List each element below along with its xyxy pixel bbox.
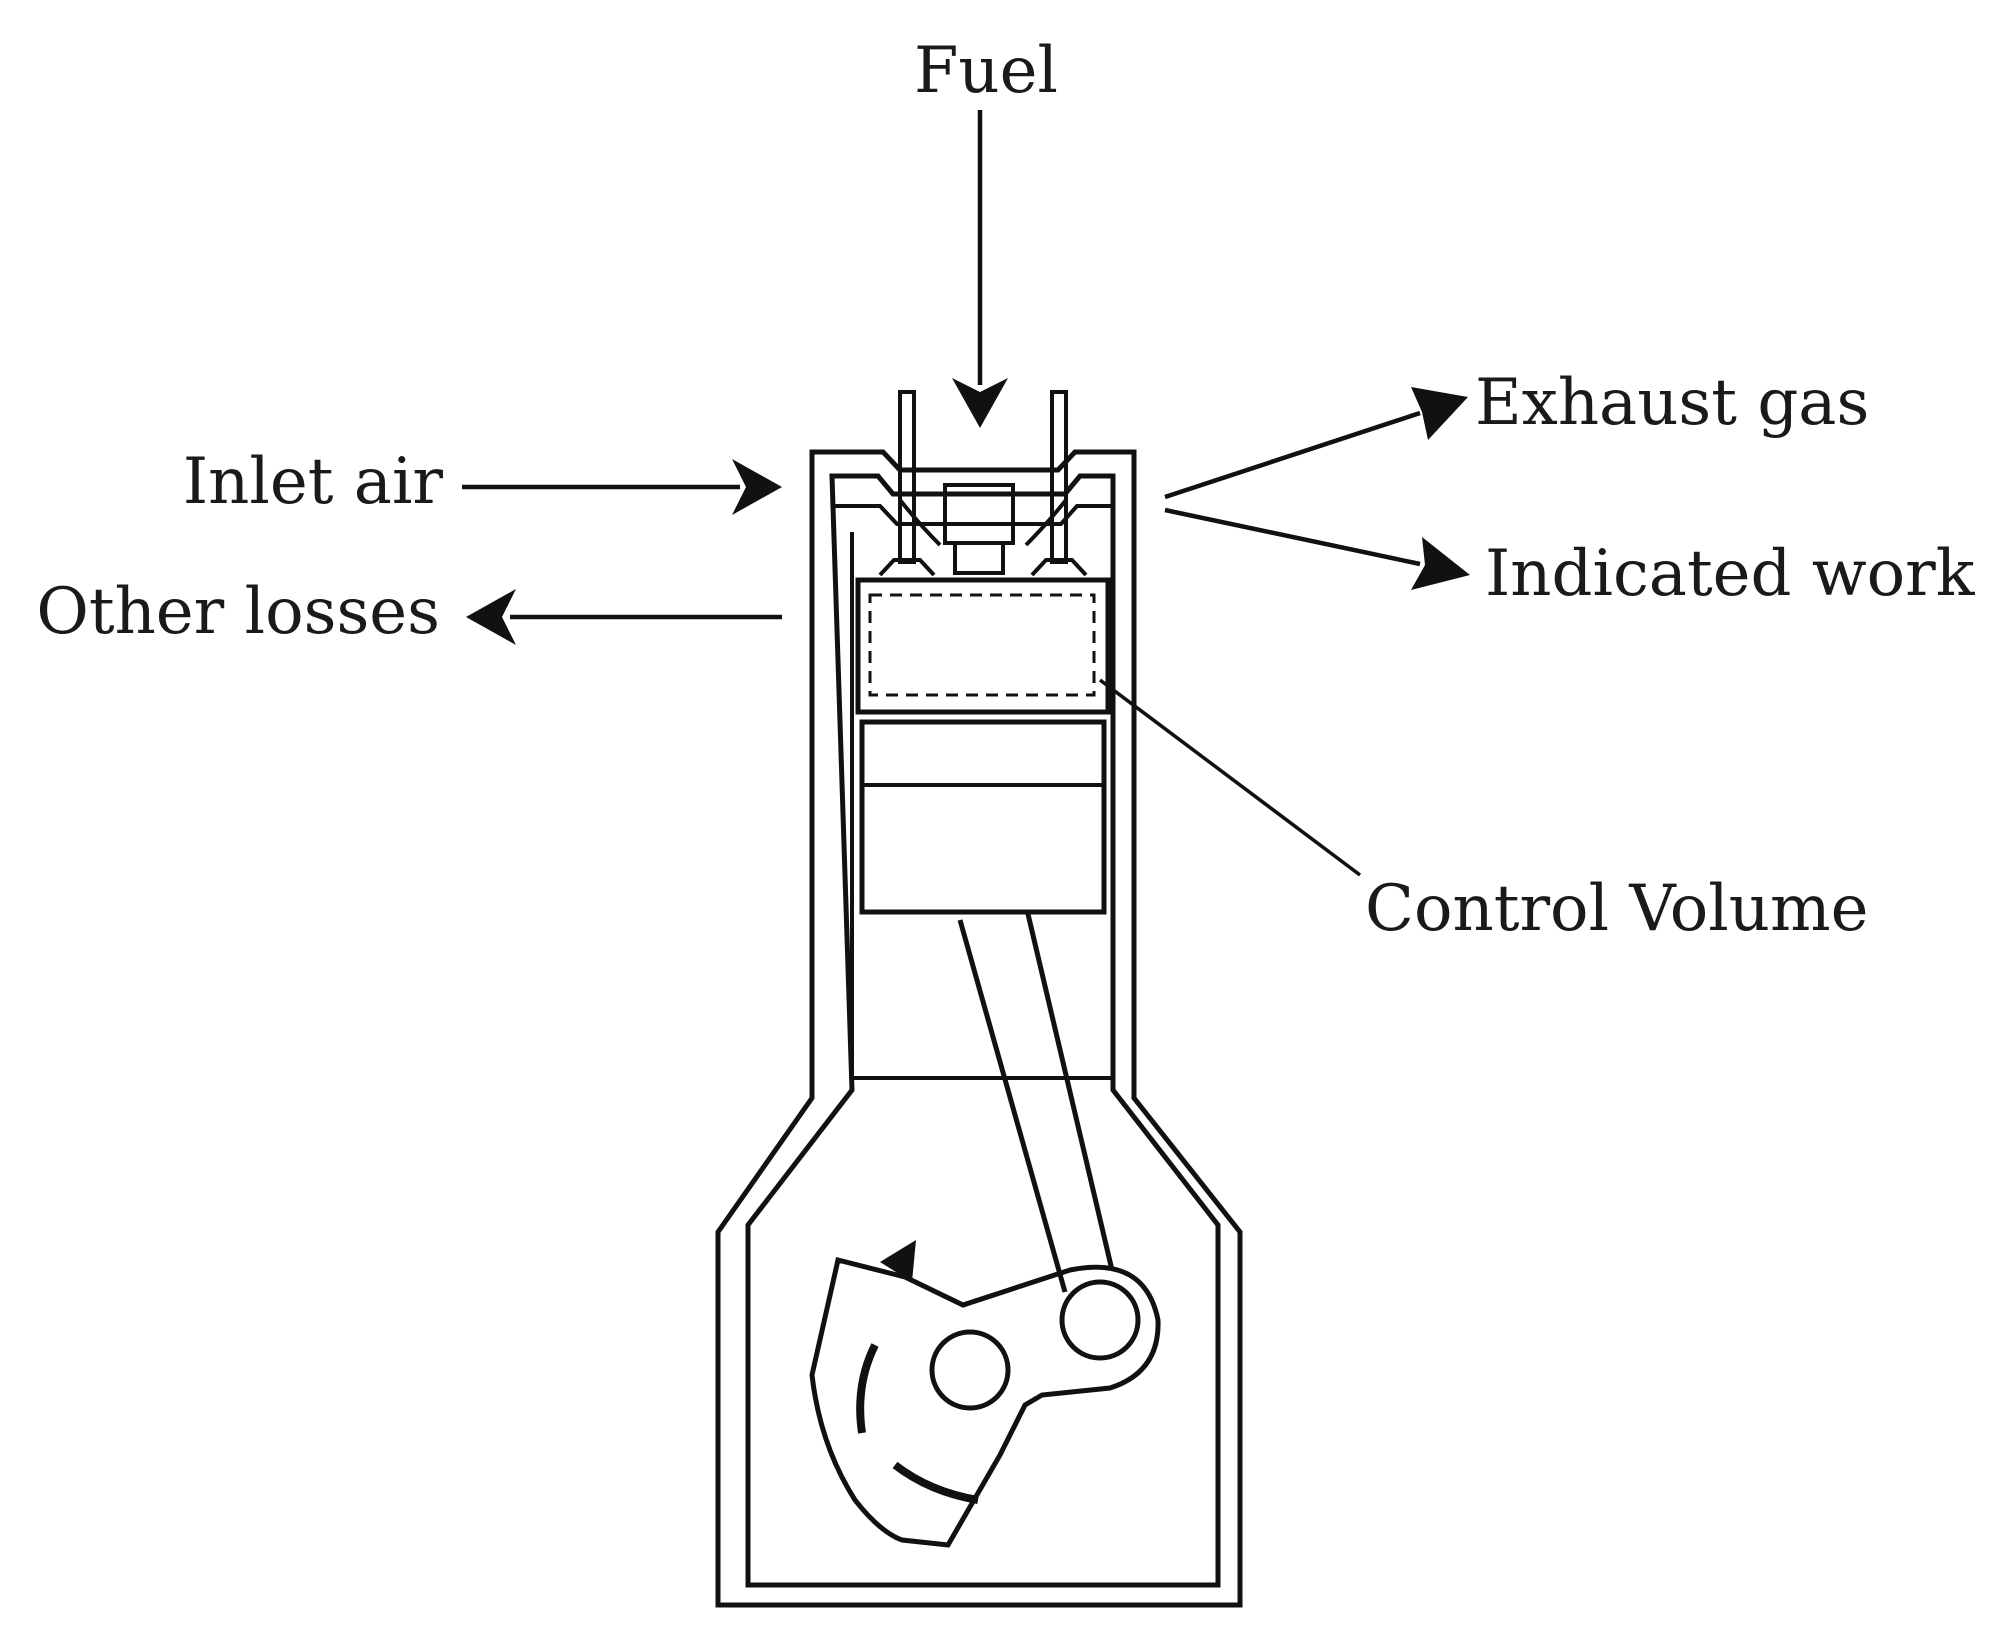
control-volume-leader-line: [1098, 678, 1362, 877]
indicated-work-arrow: [1164, 507, 1470, 590]
other-losses-label: Other losses: [36, 575, 440, 649]
inlet-air-arrow: [462, 459, 782, 515]
fuel-injector: [943, 483, 1015, 575]
crankshaft: [809, 1240, 1161, 1548]
inlet-air-label: Inlet air: [183, 445, 444, 519]
other-losses-arrow: [466, 589, 782, 645]
combustion-chamber: [855, 577, 1111, 715]
rotation-arrow-lower: [892, 1461, 979, 1504]
exhaust-valve: [1030, 390, 1088, 577]
intake-valve: [878, 390, 936, 577]
fuel-label: Fuel: [914, 34, 1058, 108]
exhaust-gas-label: Exhaust gas: [1475, 366, 1869, 440]
engine-block-outer: [715, 449, 1243, 1608]
control-volume-box: [868, 593, 1096, 697]
exhaust-gas-arrow: [1164, 387, 1468, 500]
rotation-arrow-icon: [856, 1343, 879, 1434]
control-volume-label: Control Volume: [1365, 872, 1869, 946]
rotation-arrowhead-icon: [880, 1240, 916, 1282]
engine-cross-section: [715, 390, 1243, 1608]
indicated-work-label: Indicated work: [1485, 537, 1976, 611]
main-journal: [929, 1329, 1011, 1411]
crank-pin: [1059, 1279, 1141, 1361]
fuel-arrow: [952, 110, 1008, 428]
connecting-rod: [957, 913, 1115, 1293]
engine-block-inner: [745, 473, 1221, 1588]
piston: [859, 719, 1107, 915]
